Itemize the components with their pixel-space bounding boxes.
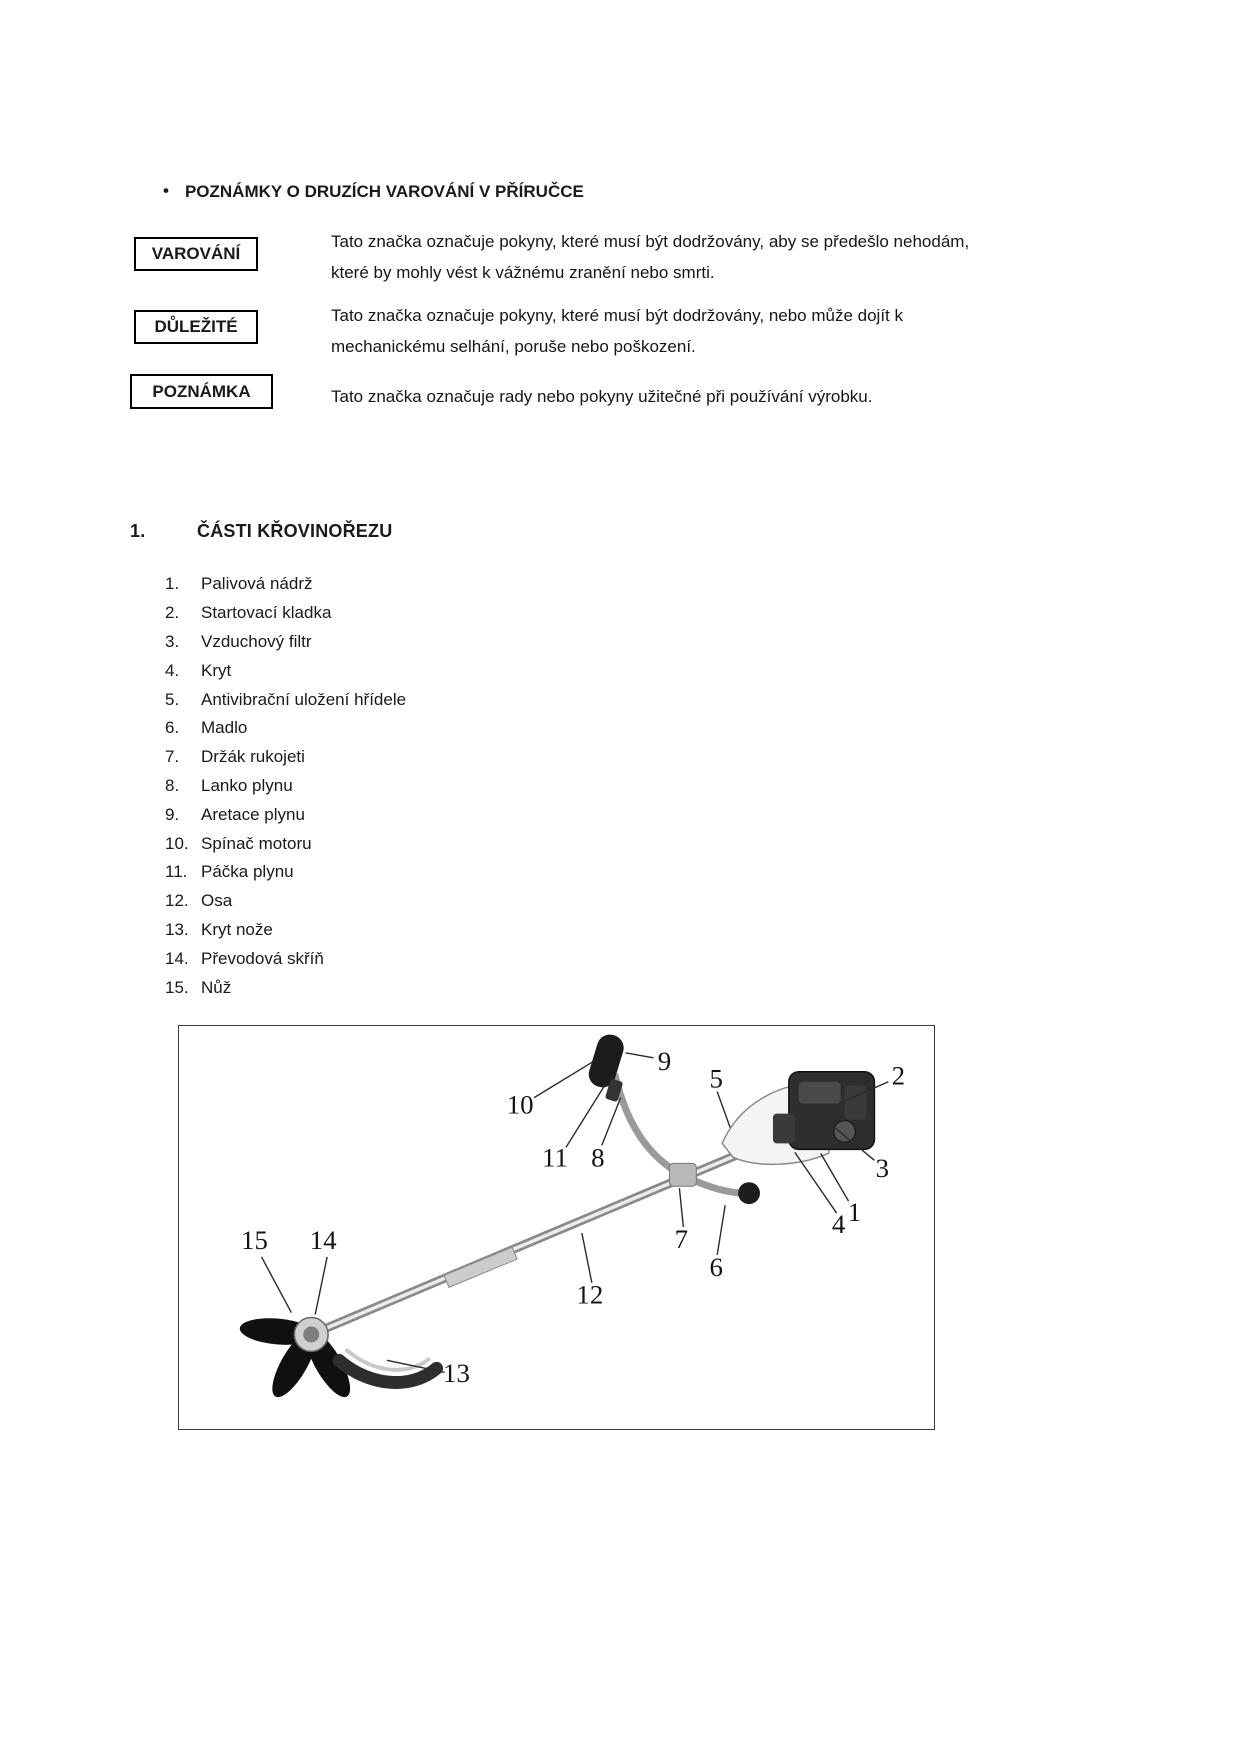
- part-number: 10.: [165, 833, 189, 853]
- part-number: 1.: [165, 574, 180, 594]
- part-number: 3.: [165, 631, 180, 651]
- part-name: Madlo: [201, 718, 248, 738]
- callout-12-label: 12: [576, 1280, 603, 1310]
- warning-label-box: VAROVÁNÍ: [134, 237, 258, 271]
- callout-1-label: 1: [848, 1197, 861, 1227]
- section-number: 1.: [130, 521, 146, 541]
- part-number: 7.: [165, 747, 180, 767]
- callout-13-label: 13: [443, 1358, 470, 1388]
- bullet-marker: •: [163, 181, 169, 200]
- part-number: 9.: [165, 804, 180, 824]
- note-description: Tato značka označuje rady nebo pokyny už…: [331, 387, 873, 406]
- callout-5-label: 5: [709, 1064, 722, 1094]
- callout-4-label: 4: [832, 1209, 846, 1239]
- list-item: 14. Převodová skříň: [165, 944, 665, 973]
- part-name: Kryt nože: [201, 919, 273, 939]
- notes-heading-title: POZNÁMKY O DRUZÍCH VAROVÁNÍ V PŘÍRUČCE: [184, 182, 584, 201]
- part-name: Spínač motoru: [201, 833, 312, 853]
- list-item: 3. Vzduchový filtr: [165, 628, 665, 657]
- part-number: 6.: [165, 718, 180, 738]
- list-item: 6. Madlo: [165, 714, 665, 743]
- list-item: 8. Lanko plynu: [165, 772, 665, 801]
- notes-heading-row: • POZNÁMKY O DRUZÍCH VAROVÁNÍ V PŘÍRUČCE: [163, 181, 584, 202]
- blade-guard-drawing: [332, 1348, 444, 1389]
- callout-14-label: 14: [310, 1225, 337, 1255]
- callout-lines: [260, 1052, 889, 1373]
- part-number: 12.: [165, 891, 189, 911]
- callout-2-label: 2: [892, 1061, 905, 1091]
- part-name: Aretace plynu: [201, 804, 305, 824]
- callout-labels: 9 10 5 2 11 8 3 1 4 7 6 12 15 14 13: [241, 1046, 905, 1388]
- important-label-box: DŮLEŽITÉ: [134, 310, 258, 344]
- list-item: 2. Startovací kladka: [165, 599, 665, 628]
- list-item: 13. Kryt nože: [165, 916, 665, 945]
- list-item: 5. Antivibrační uložení hřídele: [165, 685, 665, 714]
- callout-3-label: 3: [876, 1153, 889, 1183]
- part-number: 11.: [165, 862, 188, 882]
- important-description: Tato značka označuje pokyny, které musí …: [331, 306, 904, 356]
- callout-7-label: 7: [675, 1224, 688, 1254]
- part-number: 13.: [165, 919, 189, 939]
- section-heading: 1. ČÁSTI KŘOVINOŘEZU: [130, 521, 392, 542]
- warning-description: Tato značka označuje pokyny, které musí …: [331, 232, 970, 282]
- part-name: Osa: [201, 891, 233, 911]
- engine-drawing: [721, 1071, 876, 1166]
- list-item: 12. Osa: [165, 887, 665, 916]
- part-name: Držák rukojeti: [201, 747, 305, 767]
- part-number: 15.: [165, 977, 189, 997]
- part-name: Převodová skříň: [201, 948, 324, 968]
- handlebar-drawing: [588, 1034, 760, 1205]
- part-name: Páčka plynu: [201, 862, 294, 882]
- callout-15-label: 15: [241, 1225, 268, 1255]
- parts-diagram-frame: 9 10 5 2 11 8 3 1 4 7 6 12 15 14 13: [178, 1025, 935, 1430]
- part-name: Lanko plynu: [201, 775, 293, 795]
- part-number: 5.: [165, 689, 180, 709]
- list-item: 15. Nůž: [165, 973, 665, 1002]
- callout-6-label: 6: [709, 1252, 722, 1282]
- callout-10-label: 10: [507, 1090, 534, 1120]
- note-label-box: POZNÁMKA: [130, 374, 273, 409]
- part-number: 4.: [165, 660, 180, 680]
- part-name: Palivová nádrž: [201, 574, 313, 594]
- warning-label: VAROVÁNÍ: [151, 244, 241, 263]
- part-number: 8.: [165, 775, 180, 795]
- part-name: Antivibrační uložení hřídele: [201, 689, 407, 709]
- list-item: 9. Aretace plynu: [165, 800, 665, 829]
- section-title: ČÁSTI KŘOVINOŘEZU: [197, 521, 393, 541]
- brushcutter-diagram: 9 10 5 2 11 8 3 1 4 7 6 12 15 14 13: [239, 1034, 905, 1398]
- part-name: Kryt: [201, 660, 232, 680]
- callout-11-label: 11: [542, 1142, 568, 1172]
- note-label: POZNÁMKA: [152, 381, 251, 401]
- list-item: 10. Spínač motoru: [165, 829, 665, 858]
- part-name: Vzduchový filtr: [201, 631, 312, 651]
- list-item: 11. Páčka plynu: [165, 858, 665, 887]
- important-label: DŮLEŽITÉ: [154, 317, 238, 336]
- blade-drawing: [239, 1316, 351, 1398]
- list-item: 4. Kryt: [165, 656, 665, 685]
- callout-8-label: 8: [591, 1142, 604, 1172]
- part-name: Nůž: [201, 977, 232, 997]
- part-number: 14.: [165, 948, 189, 968]
- part-number: 2.: [165, 603, 180, 623]
- callout-9-label: 9: [658, 1046, 671, 1076]
- parts-list: 1. Palivová nádrž 2. Startovací kladka 3. V…: [165, 570, 665, 1002]
- part-name: Startovací kladka: [201, 603, 332, 623]
- list-item: 1. Palivová nádrž: [165, 570, 665, 599]
- list-item: 7. Držák rukojeti: [165, 743, 665, 772]
